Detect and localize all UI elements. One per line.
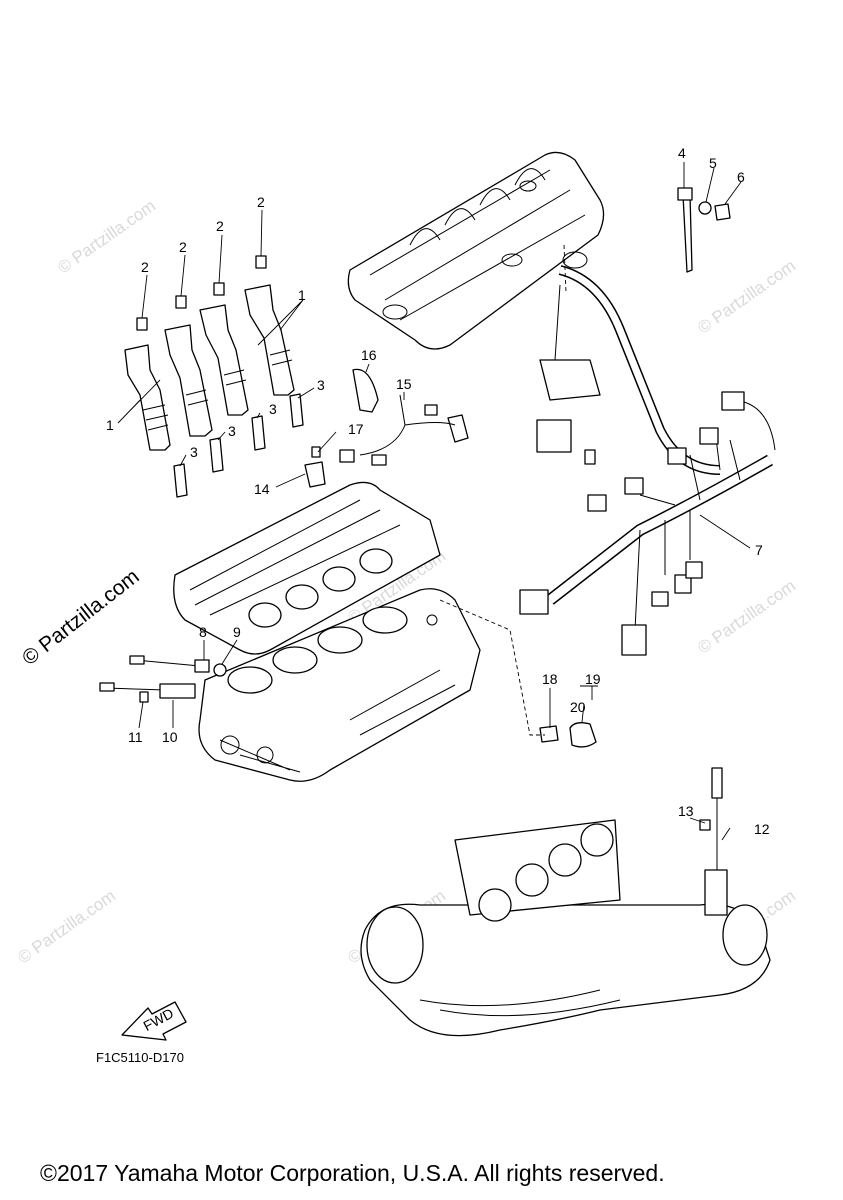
callout-2: 2 (216, 218, 224, 234)
callout-2: 2 (179, 239, 187, 255)
callout-16: 16 (361, 347, 377, 363)
callout-14: 14 (254, 481, 270, 497)
copyright-notice: ©2017 Yamaha Motor Corporation, U.S.A. A… (40, 1160, 665, 1186)
callout-13: 13 (678, 803, 694, 819)
callout-20: 20 (570, 699, 586, 715)
wire-harness (519, 265, 776, 656)
leader-lines (117, 162, 751, 841)
callout-1: 1 (106, 417, 114, 433)
callout-19: 19 (585, 671, 601, 687)
ignition-coils (124, 255, 295, 451)
callout-2: 2 (141, 259, 149, 275)
callout-15: 15 (396, 376, 412, 392)
cylinder-block (198, 588, 481, 782)
reference-line (439, 599, 545, 736)
callout-5: 5 (709, 155, 717, 171)
cylinder-head (173, 481, 441, 655)
intake-cover (347, 151, 605, 350)
callout-11: 11 (128, 729, 143, 745)
cable-tie-group (677, 187, 731, 273)
callout-6: 6 (737, 169, 745, 185)
callout-labels: 1 1 2 2 2 2 3 3 3 3 4 5 6 7 8 9 10 11 12… (106, 145, 770, 837)
callout-3: 3 (228, 423, 236, 439)
sensors-upper (304, 368, 469, 488)
fwd-arrow-icon: FWD (121, 1001, 187, 1041)
reference-line (563, 244, 567, 293)
callout-10: 10 (162, 729, 178, 745)
sensors-left (99, 655, 227, 703)
callout-7: 7 (755, 542, 763, 558)
sensors-right (539, 722, 597, 748)
callout-1: 1 (298, 287, 306, 303)
callout-17: 17 (348, 421, 364, 437)
spark-plugs (173, 393, 304, 498)
callout-8: 8 (199, 624, 207, 640)
callout-18: 18 (542, 671, 558, 687)
callout-3: 3 (190, 444, 198, 460)
callout-3: 3 (269, 401, 277, 417)
callout-9: 9 (233, 624, 241, 640)
callout-12: 12 (754, 821, 770, 837)
callout-2: 2 (257, 194, 265, 210)
callout-3: 3 (317, 377, 325, 393)
figure-code: F1C5110-D170 (96, 1050, 184, 1065)
callout-4: 4 (678, 145, 686, 161)
exhaust-manifold (360, 767, 771, 1037)
